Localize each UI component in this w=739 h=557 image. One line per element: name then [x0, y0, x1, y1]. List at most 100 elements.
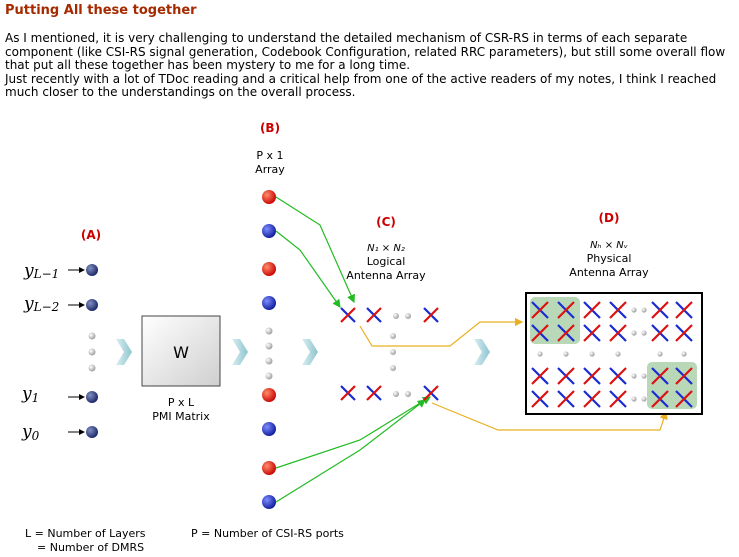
- b-caption-line2: Array: [255, 163, 285, 176]
- antenna-cross: [609, 301, 627, 319]
- antenna-cross: [651, 301, 669, 319]
- ellipsis-dot: [589, 351, 595, 357]
- antenna-cross: [583, 390, 601, 408]
- d-caption-line3: Antenna Array: [569, 266, 649, 279]
- ellipsis-dot: [265, 357, 273, 365]
- ellipsis-dot: [641, 307, 647, 313]
- ellipsis-dot: [390, 349, 396, 355]
- label-d: (D): [599, 211, 620, 225]
- antenna-cross: [557, 390, 575, 408]
- antenna-cross: [609, 390, 627, 408]
- ellipsis-dot: [393, 391, 399, 397]
- w-matrix-label: W: [173, 343, 189, 362]
- logical-antenna-row-top: [340, 307, 439, 323]
- ellipsis-dot: [681, 351, 687, 357]
- antenna-cross: [423, 385, 439, 401]
- paragraph-2: Just recently with a lot of TDoc reading…: [5, 71, 717, 99]
- ellipsis-dot: [563, 351, 569, 357]
- antenna-cross: [651, 367, 669, 385]
- ellipsis-dot: [88, 364, 96, 372]
- ellipsis-dot: [631, 396, 637, 402]
- legend-layers: L = Number of Layers: [25, 527, 146, 540]
- y-label-l-minus-2: yL−2: [23, 294, 59, 314]
- label-a: (A): [81, 228, 101, 242]
- antenna-cross: [340, 385, 356, 401]
- antenna-cross: [557, 324, 575, 342]
- physical-antenna-grid: [531, 301, 693, 408]
- port-dot-blue: [262, 422, 276, 436]
- antenna-cross: [531, 324, 549, 342]
- layer-dot: [86, 264, 98, 276]
- logical-antenna-row-bottom: [340, 385, 439, 401]
- ellipsis-dot: [393, 313, 399, 319]
- antenna-cross: [531, 301, 549, 319]
- ellipsis-dot: [88, 332, 96, 340]
- c-caption-line3: Antenna Array: [346, 269, 426, 282]
- ellipsis-dot: [641, 396, 647, 402]
- antenna-cross: [531, 367, 549, 385]
- intro-text: As I mentioned, it is very challenging t…: [5, 31, 730, 100]
- antenna-cross: [609, 324, 627, 342]
- antenna-cross: [557, 367, 575, 385]
- antenna-cross: [675, 390, 693, 408]
- ellipsis-dot: [88, 348, 96, 356]
- pmi-caption-line2: PMI Matrix: [152, 410, 210, 423]
- port-dot-red: [262, 262, 276, 276]
- section-heading: Putting All these together: [5, 3, 197, 18]
- antenna-cross: [583, 367, 601, 385]
- w-matrix-box: [141, 315, 221, 387]
- label-c: (C): [376, 215, 396, 229]
- y-label-l-minus-1: yL−1: [23, 261, 59, 281]
- port-dot-red: [262, 388, 276, 402]
- antenna-cross: [651, 324, 669, 342]
- ellipsis-dot: [405, 313, 411, 319]
- ellipsis-dot: [265, 327, 273, 335]
- antenna-cross: [675, 324, 693, 342]
- layer-dot: [86, 391, 98, 403]
- label-b: (B): [260, 121, 280, 135]
- port-mapping-line: [275, 230, 341, 308]
- legend-dmrs: = Number of DMRS: [37, 541, 144, 554]
- port-dot-red: [262, 461, 276, 475]
- port-mapping-line: [275, 196, 355, 304]
- d-caption-line2: Physical: [587, 252, 632, 265]
- y-label-0: y0: [21, 422, 40, 443]
- layer-dot: [86, 299, 98, 311]
- flow-chevron: [232, 339, 248, 365]
- c-caption-line1: N₁ × N₂: [367, 243, 405, 254]
- d-caption-line1: Nₕ × Nᵥ: [590, 240, 628, 251]
- ellipsis-dot: [657, 351, 663, 357]
- ellipsis-dot: [631, 307, 637, 313]
- ellipsis-dot: [390, 333, 396, 339]
- y-label-1: y1: [21, 384, 39, 405]
- ellipsis-dot: [390, 365, 396, 371]
- antenna-cross: [675, 367, 693, 385]
- paragraph-1: As I mentioned, it is very challenging t…: [5, 31, 726, 72]
- ellipsis-dot: [641, 373, 647, 379]
- array-mapping-line: [431, 402, 668, 431]
- antenna-cross: [583, 301, 601, 319]
- c-caption-line2: Logical: [367, 255, 406, 268]
- ellipsis-dot: [405, 391, 411, 397]
- pmi-caption-line1: P x L: [168, 396, 195, 409]
- physical-antenna-ellipsis: [537, 307, 687, 402]
- port-dot-red: [262, 190, 276, 204]
- flow-chevron: [474, 339, 490, 365]
- ellipsis-dot: [265, 372, 273, 380]
- antenna-cross: [366, 385, 382, 401]
- b-caption-line1: P x 1: [256, 149, 283, 162]
- flow-chevron: [116, 339, 132, 365]
- port-mapping-line: [275, 396, 432, 469]
- ellipsis-dot: [641, 330, 647, 336]
- ellipsis-dot: [615, 351, 621, 357]
- ellipsis-dot: [265, 342, 273, 350]
- antenna-cross: [609, 367, 627, 385]
- antenna-cross: [583, 324, 601, 342]
- port-dot-blue: [262, 224, 276, 238]
- antenna-cross: [340, 307, 356, 323]
- port-mapping-line: [275, 399, 426, 503]
- antenna-cross: [557, 301, 575, 319]
- port-dot-blue: [262, 296, 276, 310]
- flow-chevron: [302, 339, 318, 365]
